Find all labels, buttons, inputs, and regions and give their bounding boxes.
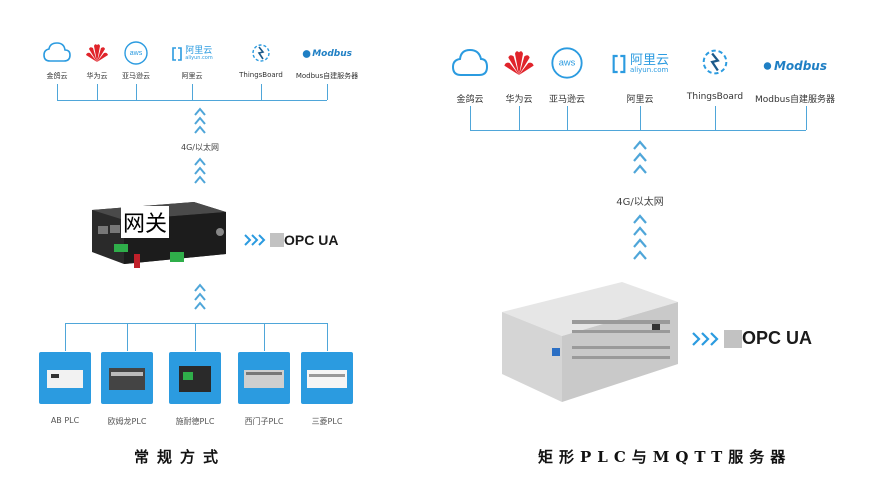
cloud-drop-line — [715, 106, 716, 130]
plc-label: 欧姆龙PLC — [107, 417, 147, 426]
plc-card-omron — [101, 352, 153, 404]
cloud-drop-line — [192, 84, 193, 100]
svg-text:aws: aws — [130, 50, 143, 57]
plc-drop-line — [65, 323, 66, 351]
cloud-label: 金鸽云 — [46, 72, 68, 80]
plc-card-schneider — [169, 352, 221, 404]
double-chevron-right-icon — [692, 331, 719, 346]
modbus-logo-text: Modbus — [312, 49, 352, 59]
plc-bus-line — [65, 323, 327, 324]
plc-label: AB PLC — [50, 416, 80, 425]
plc-card-ab — [39, 352, 91, 404]
opc-pattern-icon — [724, 329, 742, 348]
plc-drop-line — [195, 323, 196, 351]
cloud-label: 华为云 — [86, 72, 108, 80]
cloud-label: 华为云 — [505, 95, 533, 105]
upload-arrows-icon — [633, 214, 647, 260]
plc-drop-line — [127, 323, 128, 351]
opc-ua-logo: OPC UA — [692, 328, 812, 349]
upload-arrows-icon — [194, 157, 206, 184]
cloud-drop-line — [519, 106, 520, 130]
cloud-label: 阿里云 — [626, 95, 654, 105]
left-panel: aws 阿里云 aliyun.com Modbus 金鸽云 华为云 亚马逊云 阿… — [39, 40, 359, 466]
plc-drop-line — [264, 323, 265, 351]
plc-label: 三菱PLC — [311, 417, 343, 426]
right-caption: 矩形PLC与MQTT服务器 — [538, 448, 792, 466]
opc-ua-text: OPC UA — [284, 232, 339, 248]
cloud-label: ThingsBoard — [239, 71, 283, 79]
gateway-label: 网关 — [121, 206, 170, 238]
upload-arrows-icon — [194, 107, 206, 134]
aliyun-logo-text: 阿里云 — [185, 46, 213, 56]
modbus-logo-icon: Modbus — [302, 44, 352, 64]
aws-logo-icon: aws — [123, 40, 149, 66]
cloud-drop-line — [470, 106, 471, 130]
upload-arrows-icon — [194, 283, 206, 310]
opc-pattern-icon — [270, 233, 284, 247]
network-label: 4G/以太网 — [181, 143, 219, 152]
cloud-label: 亚马逊云 — [122, 72, 150, 80]
cloud-label: Modbus自建服务器 — [754, 95, 836, 105]
thingsboard-logo-icon — [248, 40, 274, 66]
plc-drop-line — [327, 323, 328, 351]
matrix-plc-device — [492, 276, 682, 408]
cloud-label: 金鸽云 — [456, 95, 484, 105]
thingsboard-logo-icon — [697, 44, 733, 80]
cloud-bus-line — [470, 130, 806, 131]
aws-logo-icon: aws — [550, 46, 584, 80]
modbus-logo-text: Modbus — [773, 59, 827, 73]
cloud-drop-line — [640, 106, 641, 130]
cloud-drop-line — [97, 84, 98, 100]
cloud-bus-line — [57, 100, 327, 101]
double-chevron-right-icon — [244, 234, 266, 246]
cloud-drop-line — [261, 84, 262, 100]
plc-card-siemens — [238, 352, 290, 404]
right-panel: aws 阿里云 aliyun.com Modbus 金鸽云 华为云 亚马逊云 阿… — [440, 0, 873, 486]
svg-text:aws: aws — [559, 58, 576, 68]
opc-ua-logo: OPC UA — [244, 232, 338, 248]
cloud-drop-line — [567, 106, 568, 130]
aliyun-logo-text: 阿里云 — [629, 53, 669, 68]
aliyun-logo-sub: aliyun.com — [185, 55, 213, 61]
huawei-logo-icon — [84, 40, 110, 66]
cloud-label: Modbus自建服务器 — [295, 72, 359, 80]
aliyun-logo-icon: 阿里云 aliyun.com — [169, 43, 215, 65]
cloud-icon — [451, 45, 489, 81]
cloud-drop-line — [136, 84, 137, 100]
plc-label: 西门子PLC — [244, 417, 284, 426]
huawei-logo-icon — [502, 46, 536, 80]
cloud-drop-line — [57, 84, 58, 100]
cloud-drop-line — [806, 106, 807, 130]
cloud-label: ThingsBoard — [686, 92, 744, 102]
cloud-label: 亚马逊云 — [548, 95, 586, 105]
cloud-label: 阿里云 — [181, 72, 203, 80]
aliyun-logo-icon: 阿里云 aliyun.com — [607, 50, 673, 78]
opc-ua-text: OPC UA — [742, 328, 813, 348]
network-label: 4G/以太网 — [616, 197, 664, 208]
cloud-icon — [42, 40, 72, 66]
upload-arrows-icon — [633, 140, 647, 174]
cloud-drop-line — [327, 84, 328, 100]
left-caption: 常规方式 — [134, 448, 227, 466]
modbus-logo-icon: Modbus — [763, 54, 827, 78]
plc-card-mitsubishi — [301, 352, 353, 404]
aliyun-logo-sub: aliyun.com — [629, 66, 669, 74]
plc-label: 施耐德PLC — [175, 417, 215, 426]
